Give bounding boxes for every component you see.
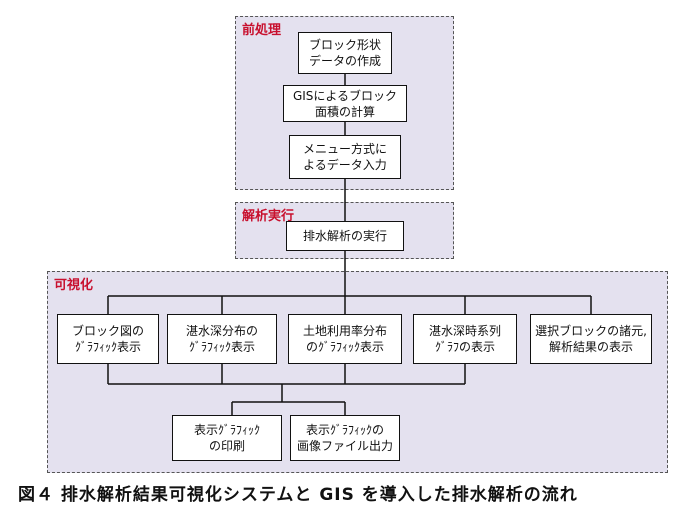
node-line: 選択ブロックの諸元, [535, 324, 647, 338]
node-depth-timeseries-graph: 湛水深時系列 ｸﾞﾗﾌの表示 [413, 314, 517, 364]
node-drainage-analysis-exec: 排水解析の実行 [286, 221, 404, 251]
node-land-use-graphic: 土地利用率分布 のｸﾞﾗﾌｨｯｸ表示 [288, 314, 402, 364]
group-label-analysis: 解析実行 [242, 209, 295, 224]
group-label-preprocess: 前処理 [242, 23, 282, 38]
node-line: 解析結果の表示 [548, 340, 633, 354]
node-gis-area-calc: GISによるブロック 面積の計算 [283, 85, 407, 122]
node-block-shape-data: ブロック形状 データの作成 [298, 32, 392, 74]
node-print-graphic: 表示ｸﾞﾗﾌｨｯｸ の印刷 [172, 415, 282, 461]
node-line: 面積の計算 [314, 104, 375, 119]
node-line: ブロック図の [71, 324, 144, 338]
figure-caption: 図４ 排水解析結果可視化システムと GIS を導入した排水解析の流れ [18, 485, 578, 505]
node-flood-depth-graphic: 湛水深分布の ｸﾞﾗﾌｨｯｸ表示 [167, 314, 277, 364]
node-line: 土地利用率分布 [302, 324, 387, 338]
node-line: ブロック形状 [308, 38, 381, 52]
node-line: 表示ｸﾞﾗﾌｨｯｸ [193, 423, 260, 437]
node-line: 画像ファイル出力 [296, 439, 393, 453]
node-selected-block-results: 選択ブロックの諸元, 解析結果の表示 [530, 314, 652, 364]
node-line: 湛水深時系列 [428, 324, 501, 338]
node-line: ｸﾞﾗﾌの表示 [434, 340, 495, 354]
node-line: ｸﾞﾗﾌｨｯｸ表示 [188, 340, 255, 354]
node-line: 排水解析の実行 [302, 229, 387, 243]
node-line: よるデータ入力 [303, 158, 387, 172]
node-line: の印刷 [208, 439, 245, 453]
node-line: のｸﾞﾗﾌｨｯｸ表示 [305, 340, 384, 354]
node-line: ｸﾞﾗﾌｨｯｸ表示 [74, 340, 141, 354]
node-menu-data-input: メニュー方式に よるデータ入力 [289, 135, 401, 179]
node-line: 湛水深分布の [185, 324, 258, 338]
node-image-file-output: 表示ｸﾞﾗﾌｨｯｸの 画像ファイル出力 [290, 415, 400, 461]
group-label-visualize: 可視化 [54, 278, 94, 293]
node-line: メニュー方式に [302, 142, 387, 156]
node-line: GISによるブロック [292, 88, 398, 103]
node-line: 表示ｸﾞﾗﾌｨｯｸの [305, 423, 384, 437]
node-block-map-graphic: ブロック図の ｸﾞﾗﾌｨｯｸ表示 [57, 314, 159, 364]
node-line: データの作成 [308, 54, 381, 68]
